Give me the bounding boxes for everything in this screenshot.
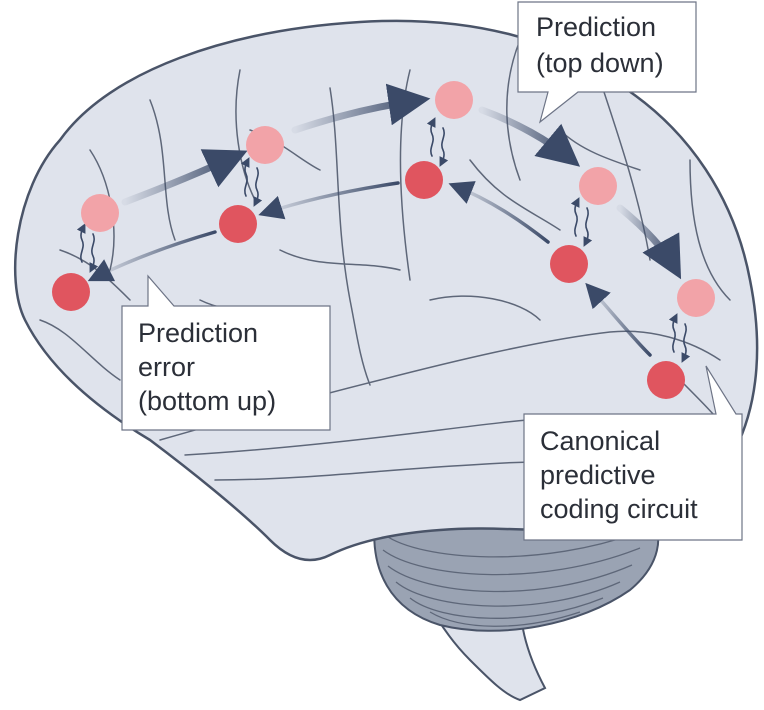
error-arrow-2 xyxy=(448,181,550,244)
prediction-node-5 xyxy=(677,279,715,317)
error-arrow-1 xyxy=(585,282,652,357)
error-node-3 xyxy=(405,161,443,199)
error-node-2 xyxy=(219,205,257,243)
prediction-arrow-4 xyxy=(616,204,682,280)
prediction-label-line1: Prediction xyxy=(536,12,656,42)
prediction-nodes xyxy=(81,81,715,317)
prediction-node-1 xyxy=(81,194,119,232)
prediction-callout: Prediction (top down) xyxy=(517,1,697,124)
error-nodes xyxy=(52,161,685,399)
error-arrows xyxy=(87,181,652,357)
circuit-label-line2: predictive xyxy=(540,460,656,490)
prediction-node-2 xyxy=(246,126,284,164)
error-label-line2: error xyxy=(138,352,195,382)
error-arrow-4 xyxy=(87,230,217,282)
error-arrow-3 xyxy=(258,181,400,220)
prediction-arrow-3 xyxy=(478,106,581,167)
error-label-line1: Prediction xyxy=(138,318,258,348)
circuit-callout: Canonical predictive coding circuit xyxy=(523,365,743,541)
circuit-label-line1: Canonical xyxy=(540,426,660,456)
prediction-label-line2: (top down) xyxy=(536,48,664,78)
error-node-4 xyxy=(550,245,588,283)
circuit-label-line3: coding circuit xyxy=(540,494,698,524)
prediction-arrow-2 xyxy=(291,83,431,134)
error-callout: Prediction error (bottom up) xyxy=(121,274,331,431)
prediction-arrow-1 xyxy=(121,149,248,206)
prediction-arrows xyxy=(121,83,682,280)
local-circuit-arrows xyxy=(76,117,691,363)
prediction-node-3 xyxy=(435,81,473,119)
prediction-node-4 xyxy=(579,167,617,205)
error-node-1 xyxy=(52,273,90,311)
error-label-line3: (bottom up) xyxy=(138,386,276,416)
error-node-5 xyxy=(647,361,685,399)
cerebellum xyxy=(373,513,660,632)
